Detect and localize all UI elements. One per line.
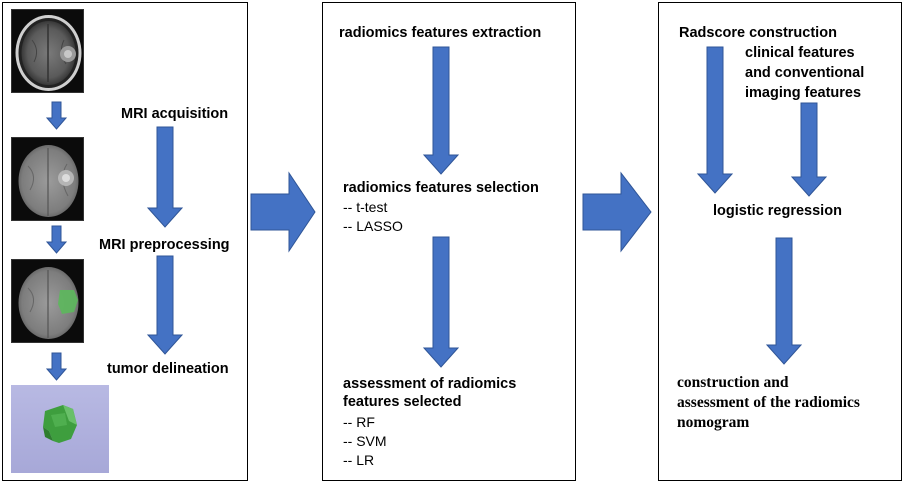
pipeline-panel-imaging: MRI acquisition MRI preprocessing tumor … <box>2 2 248 481</box>
assessment-method-lr: -- LR <box>343 452 375 468</box>
step-assessment-line2: features selected <box>343 394 462 410</box>
arrow-panel1-to-panel2 <box>250 171 316 253</box>
mri-image-delineated <box>11 259 84 343</box>
nomogram-line1: construction and <box>677 374 789 391</box>
step-features-extraction: radiomics features extraction <box>339 25 542 41</box>
clinical-features-line3: imaging features <box>745 85 862 101</box>
step-features-selection: radiomics features selection <box>343 180 539 196</box>
arrow-radscore-to-logistic <box>696 46 734 194</box>
clinical-features-line1: clinical features <box>745 45 855 61</box>
nomogram-line2: assessment of the radiomics <box>677 394 860 411</box>
step-mri-preprocessing: MRI preprocessing <box>99 237 230 253</box>
clinical-features-line2: and conventional <box>745 65 865 81</box>
step-tumor-delineation: tumor delineation <box>107 361 229 377</box>
step-radscore-construction: Radscore construction <box>679 25 837 41</box>
assessment-method-rf: -- RF <box>343 414 375 430</box>
step-logistic-regression: logistic regression <box>713 203 842 219</box>
selection-method-lasso: -- LASSO <box>343 218 403 234</box>
arrow-img3-to-render <box>45 352 68 381</box>
arrow-extraction-to-selection <box>422 46 460 175</box>
arrow-img2-to-img3 <box>45 225 68 254</box>
arrow-preprocessing-to-delineation <box>146 255 184 355</box>
arrow-logistic-to-nomogram <box>765 237 803 365</box>
mri-image-preprocessed <box>11 137 84 221</box>
assessment-method-svm: -- SVM <box>343 433 387 449</box>
step-mri-acquisition: MRI acquisition <box>121 106 229 122</box>
mri-image-acquisition <box>11 9 84 93</box>
arrow-panel2-to-panel3 <box>582 171 652 253</box>
arrow-clinical-to-logistic <box>790 102 828 197</box>
selection-method-ttest: -- t-test <box>343 199 388 215</box>
nomogram-line3: nomogram <box>677 414 750 431</box>
arrow-selection-to-assessment <box>422 236 460 368</box>
step-assessment-line1: assessment of radiomics <box>343 376 517 392</box>
arrow-acquisition-to-preprocessing <box>146 126 184 228</box>
arrow-img1-to-img2 <box>45 101 68 130</box>
tumor-3d-render <box>11 385 109 473</box>
